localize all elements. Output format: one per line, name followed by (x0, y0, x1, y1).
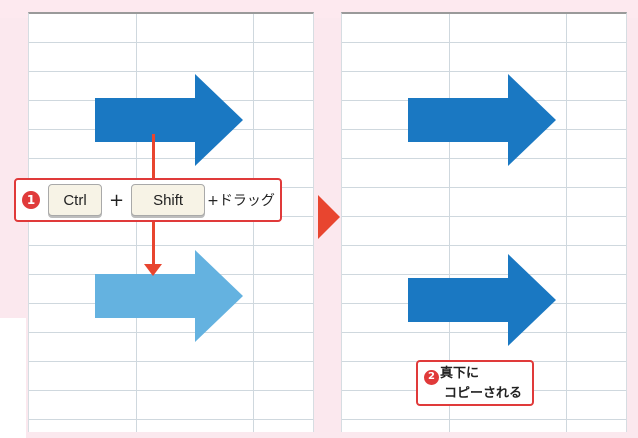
right-arrow-icon (408, 74, 556, 166)
drag-path-line-bottom (152, 222, 155, 266)
sheet-before (28, 12, 314, 432)
right-arrow-icon (408, 254, 556, 346)
shift-key: Shift (131, 184, 206, 216)
step-number-1: 1 (22, 191, 40, 209)
result-line-2: コピーされる (444, 385, 523, 401)
right-arrow-ghost-icon (95, 250, 243, 342)
background-corner (0, 318, 26, 438)
plus-sign: + (109, 189, 125, 211)
result-line-1: 真下に (440, 366, 480, 381)
sheet-after (341, 12, 627, 432)
transition-arrow-icon (318, 195, 340, 239)
arrow-shape-copy[interactable] (408, 254, 556, 346)
instruction-callout: 1 Ctrl + Shift +ドラッグ (14, 178, 282, 222)
step-number-2: 2 (424, 369, 439, 385)
arrow-shape-original[interactable] (408, 74, 556, 166)
right-arrow-icon (95, 74, 243, 166)
ctrl-key: Ctrl (48, 184, 102, 216)
drag-path-line-top (152, 134, 155, 178)
arrow-shape-original[interactable] (95, 74, 243, 166)
drag-arrowhead-icon (144, 264, 162, 276)
drag-label: +ドラッグ (207, 193, 275, 209)
arrow-shape-dragging[interactable] (95, 250, 243, 342)
